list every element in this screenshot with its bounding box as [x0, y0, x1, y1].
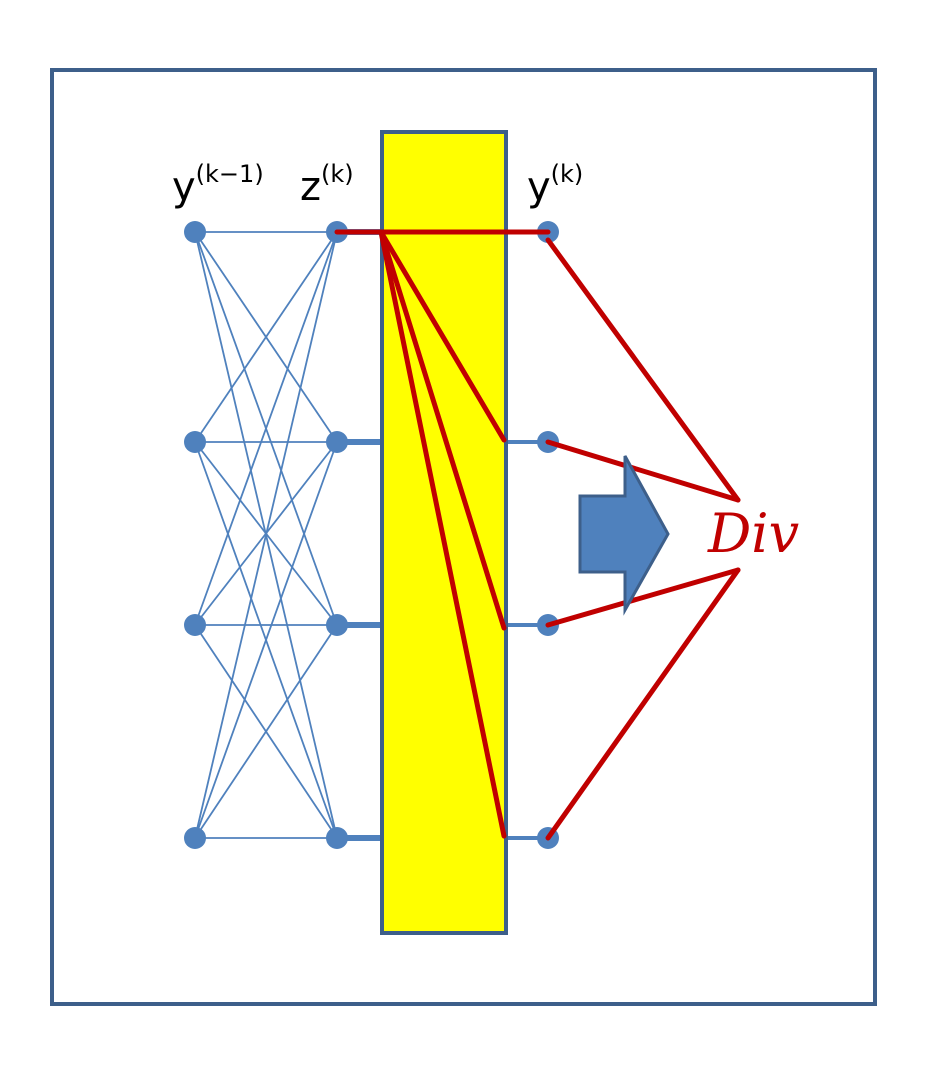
derivative-line	[378, 229, 507, 631]
derivative-line	[545, 567, 741, 628]
input-layer-nodes	[184, 221, 206, 849]
derivative-line	[545, 237, 741, 503]
divergence-label: Div	[707, 502, 799, 565]
pre-activation-label: z(k)	[300, 160, 354, 210]
derivative-line	[545, 439, 741, 503]
derivative-line	[378, 229, 507, 839]
right-block-arrow-icon	[578, 455, 670, 616]
derivative-line	[545, 567, 741, 841]
derivative-line	[378, 229, 507, 443]
weight-line	[194, 231, 338, 443]
weight-line	[194, 231, 338, 839]
input-node	[184, 614, 206, 636]
derivative-paths	[334, 229, 741, 841]
z-node	[326, 431, 348, 453]
weight-line	[194, 231, 338, 626]
weight-line	[194, 624, 338, 839]
input-node	[184, 827, 206, 849]
input-node	[184, 221, 206, 243]
z-node	[326, 614, 348, 636]
input-node	[184, 431, 206, 453]
input-layer-label: y(k−1)	[172, 160, 264, 210]
weight-connections	[194, 231, 338, 839]
output-layer-label: y(k)	[527, 160, 583, 210]
z-node	[326, 827, 348, 849]
weight-line	[194, 441, 338, 839]
